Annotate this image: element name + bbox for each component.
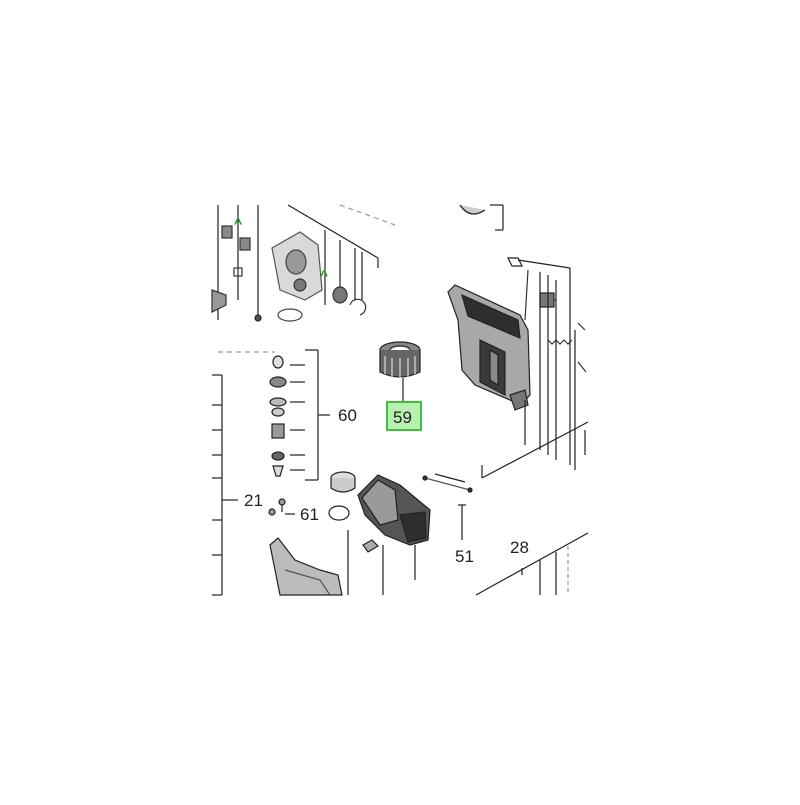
caret-marker-2: ^ bbox=[320, 267, 328, 283]
highlight-box-59[interactable] bbox=[386, 401, 422, 431]
main-housing bbox=[447, 284, 531, 411]
part-label-51: 51 bbox=[455, 547, 474, 566]
top-ring-part bbox=[459, 204, 504, 231]
bracket-21 bbox=[212, 374, 238, 596]
dust-shroud bbox=[357, 474, 431, 595]
part-label-28: 28 bbox=[510, 538, 529, 557]
bracket-28 bbox=[475, 421, 589, 596]
part-label-61: 61 bbox=[300, 505, 319, 524]
screws-61 bbox=[268, 498, 295, 516]
spindle-assembly-60 bbox=[218, 349, 330, 481]
center-seal-parts bbox=[328, 471, 356, 521]
part-label-59: 59 bbox=[393, 408, 412, 427]
gear-housing-assembly bbox=[211, 204, 396, 322]
filter-part-59 bbox=[379, 341, 421, 402]
caret-marker-1: ^ bbox=[234, 215, 242, 231]
part-label-21: 21 bbox=[244, 491, 263, 510]
lower-housing-shell bbox=[269, 530, 349, 596]
part-label-60: 60 bbox=[338, 406, 357, 425]
pins-51 bbox=[422, 473, 473, 540]
